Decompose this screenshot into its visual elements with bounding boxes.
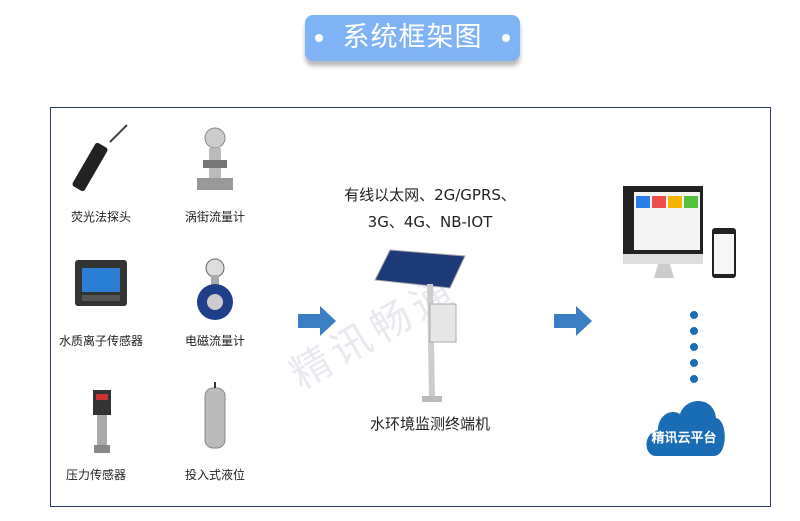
sensor-label: 荧光法探头 [70,210,132,224]
sensor-label: 投入式液位 [184,468,246,482]
electromagnetic-flowmeter-icon [197,258,233,320]
fluorescence-probe-icon [72,124,128,192]
page-title: 系统框架图 [342,22,483,53]
pressure-sensor-icon [93,390,111,453]
page-title-banner: 系统框架图 [305,15,520,61]
vortex-flowmeter-icon [197,127,233,190]
connector-dot [690,311,698,319]
monitoring-terminal-icon [374,249,466,402]
sensor-label: 涡街流量计 [184,210,246,224]
ion-sensor-icon [75,260,127,306]
connector-dot [690,343,698,351]
sensor-label: 压力传感器 [65,468,127,482]
cloud-platform-label: 精讯云平台 [651,431,717,446]
sensor-label: 水质离子传感器 [58,334,144,348]
connector-dot [690,327,698,335]
network-line-1: 有线以太网、2G/GPRS、 [344,186,516,204]
cloud-icon [646,400,725,456]
network-line-2: 3G、4G、NB-IOT [367,213,493,231]
arrow-right-icon [298,306,336,336]
sensor-label: 电磁流量计 [184,334,246,348]
connector-dot [690,359,698,367]
level-sensor-icon [204,382,226,449]
sensor-icons [72,124,233,453]
bullet-dot [315,34,323,42]
diagram-frame [50,107,771,507]
connector-dot [690,375,698,383]
arrow-right-icon [554,306,592,336]
bullet-dot [502,34,510,42]
terminal-label: 水环境监测终端机 [369,415,491,433]
monitor-phone-icon [623,186,736,278]
